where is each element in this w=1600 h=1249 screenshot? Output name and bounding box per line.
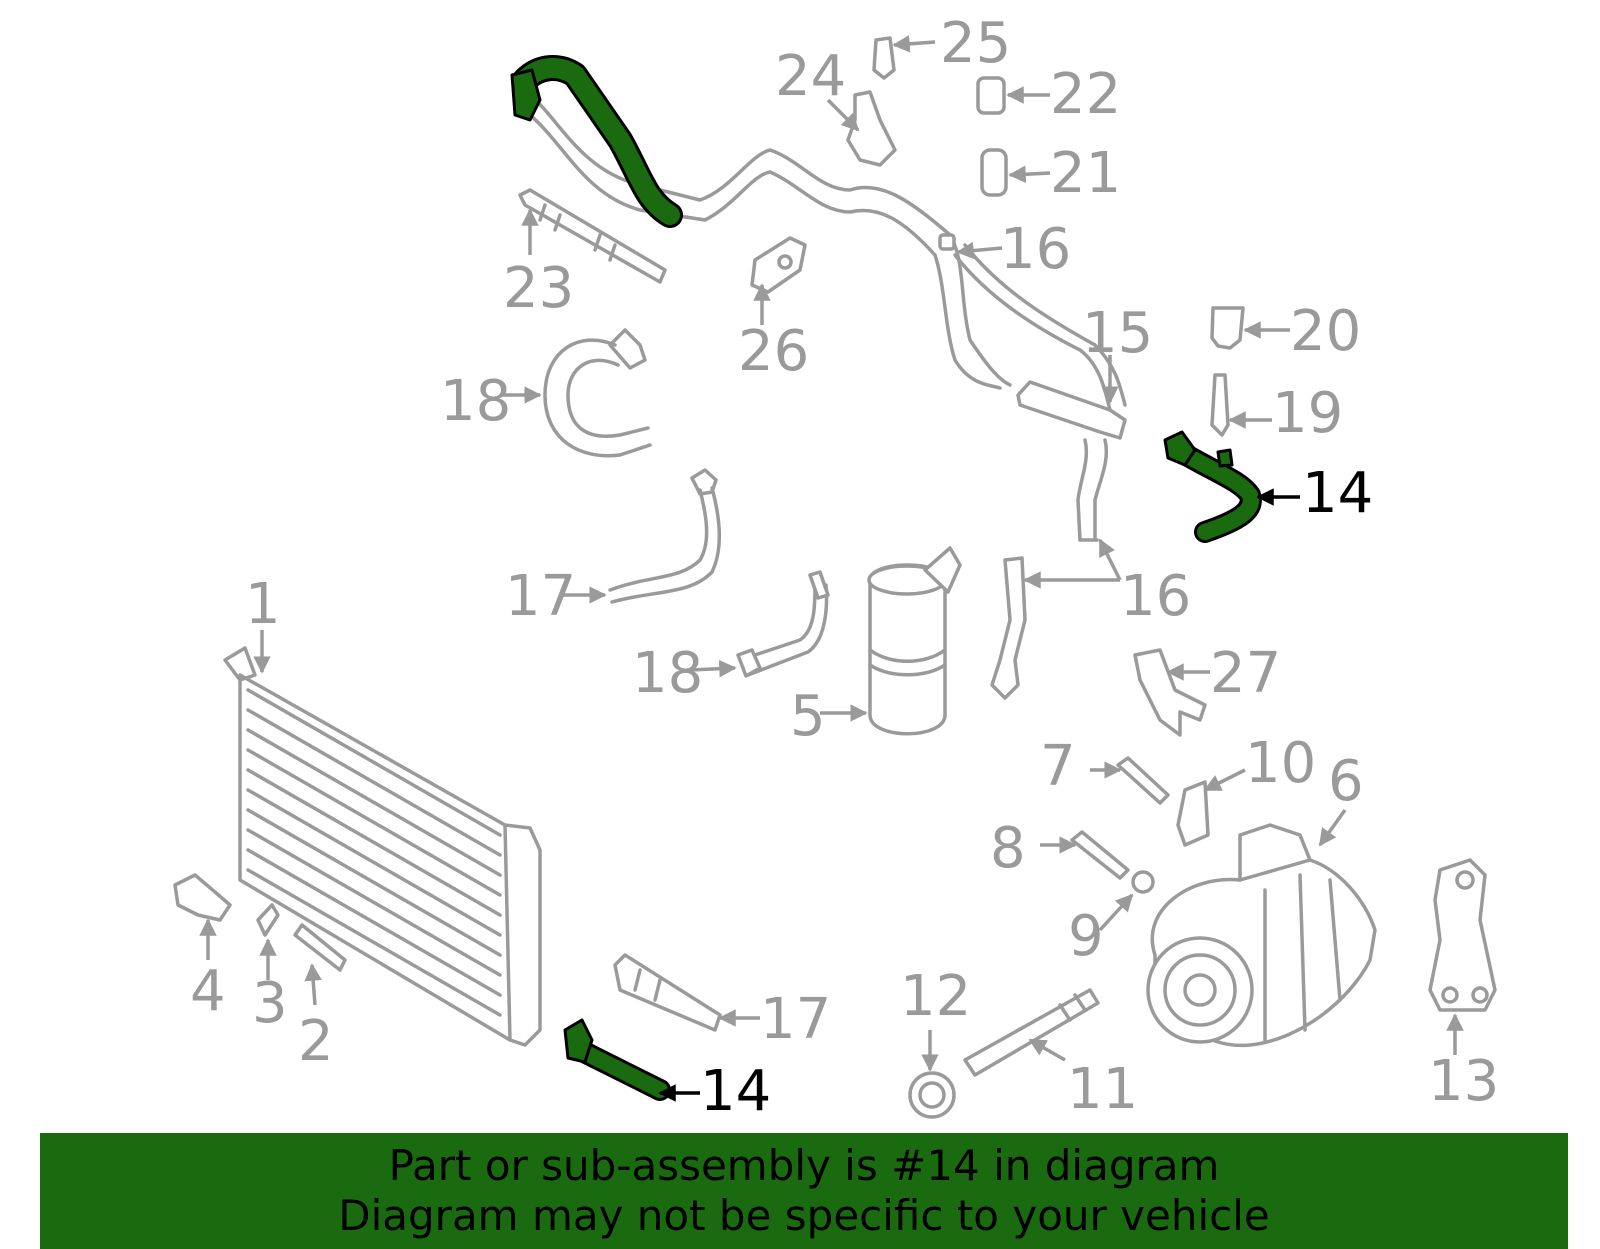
- callout-21: 21: [1050, 141, 1121, 206]
- callout-16-lower: 16: [1120, 564, 1191, 629]
- callout-17-upper: 17: [505, 564, 576, 629]
- callout-3: 3: [252, 971, 288, 1036]
- callout-9: 9: [1068, 904, 1104, 969]
- callout-25: 25: [940, 11, 1011, 76]
- callout-23: 23: [503, 256, 574, 321]
- callout-5: 5: [790, 684, 826, 749]
- part-16-bracket: 16: [990, 538, 1191, 700]
- part-3: 3: [252, 903, 288, 1036]
- callout-10: 10: [1245, 731, 1316, 796]
- part-17-upper: 17: [505, 468, 722, 629]
- part-17-lower: 17: [613, 953, 831, 1052]
- part-5-receiver-drier: 5: [790, 546, 962, 749]
- callout-17-lower: 17: [760, 987, 831, 1052]
- callout-14-right: 14: [1302, 461, 1373, 526]
- part-18-lower: 18: [632, 570, 830, 706]
- part-12: 12: [900, 964, 971, 1119]
- callout-18-upper: 18: [440, 369, 511, 434]
- part-4: 4: [173, 873, 232, 1024]
- part-23: 23: [503, 188, 667, 321]
- callout-18-lower: 18: [632, 641, 703, 706]
- callout-19: 19: [1272, 381, 1343, 446]
- callout-27: 27: [1210, 641, 1281, 706]
- callout-2: 2: [298, 1009, 334, 1074]
- part-10: 10: [1176, 731, 1316, 847]
- callout-15: 15: [1082, 301, 1153, 366]
- callout-20: 20: [1290, 299, 1361, 364]
- callout-4: 4: [190, 959, 226, 1024]
- part-19: 19: [1210, 373, 1343, 446]
- part-13-bracket: 13: [1428, 858, 1499, 1114]
- part-27: 27: [1133, 641, 1281, 737]
- part-8: 8: [990, 816, 1130, 881]
- part-7: 7: [1040, 734, 1170, 805]
- part-15: 15: [1016, 301, 1153, 440]
- ac-line-16-upper: [528, 93, 1127, 412]
- part-22: 22: [976, 62, 1121, 127]
- callout-group-16-upper: 16: [938, 217, 1071, 282]
- callout-7: 7: [1040, 734, 1076, 799]
- callout-26: 26: [738, 319, 809, 384]
- callout-8: 8: [990, 816, 1026, 881]
- part-6-compressor: 6: [1146, 749, 1377, 1048]
- part-9: 9: [1068, 870, 1155, 969]
- part-14-lower-fitting: 14: [563, 1018, 771, 1124]
- part-20: 20: [1210, 299, 1361, 364]
- callout-1: 1: [245, 572, 281, 637]
- callout-14-lower: 14: [700, 1059, 771, 1124]
- callout-16-upper: 16: [1000, 217, 1071, 282]
- part-21: 21: [980, 141, 1121, 206]
- part-18-upper: 18: [440, 328, 652, 458]
- callout-13: 13: [1428, 1049, 1499, 1114]
- callout-22: 22: [1050, 62, 1121, 127]
- info-banner: Part or sub-assembly is #14 in diagram D…: [40, 1133, 1568, 1249]
- part-25: 25: [872, 11, 1011, 80]
- callout-24: 24: [775, 44, 846, 109]
- part-2: 2: [293, 923, 347, 1074]
- callout-11: 11: [1067, 1057, 1138, 1122]
- callout-12: 12: [900, 964, 971, 1029]
- banner-line-2: Diagram may not be specific to your vehi…: [338, 1191, 1270, 1240]
- banner-line-1: Part or sub-assembly is #14 in diagram: [388, 1141, 1220, 1190]
- ac-line-16-lower: [1076, 438, 1108, 542]
- part-1-condenser: 1: [223, 572, 542, 1047]
- part-26: 26: [738, 236, 809, 384]
- part-14-right-fitting: 14: [1163, 430, 1373, 543]
- callout-6: 6: [1328, 749, 1364, 814]
- part-11: 11: [963, 988, 1138, 1122]
- part-24: 24: [775, 44, 897, 167]
- part-14-upper-hose: [510, 55, 683, 228]
